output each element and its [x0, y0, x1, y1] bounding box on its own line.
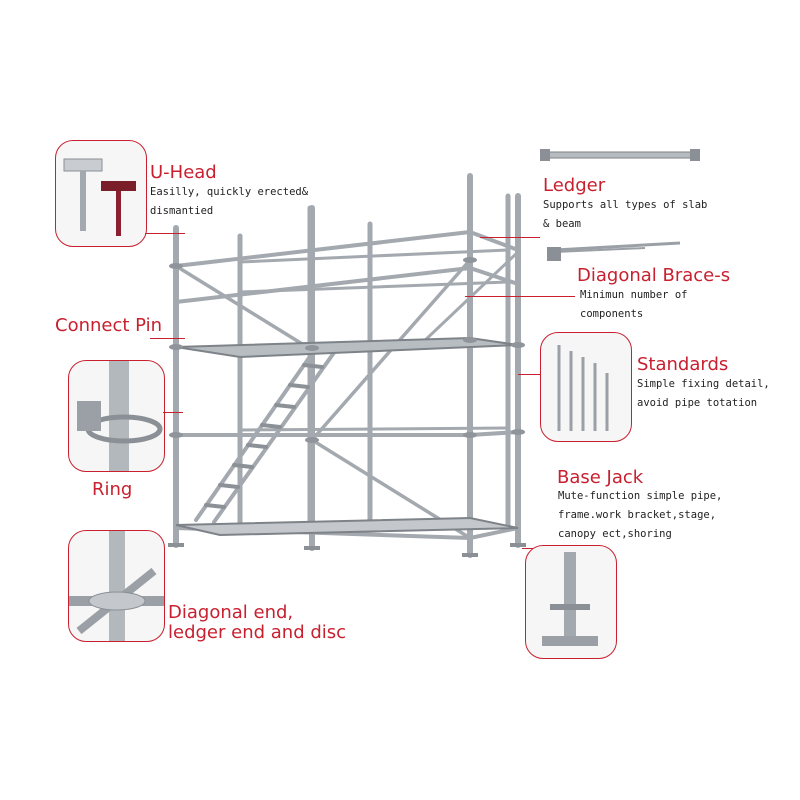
standards-leader: [518, 374, 540, 376]
diagonal-brace: [174, 264, 314, 352]
stair-tread: [204, 503, 226, 509]
ring-disc: [511, 342, 525, 348]
ledger-desc-line-2: & beam: [543, 218, 581, 230]
ledger-part-image: [540, 149, 700, 161]
connect-pin-leader: [150, 338, 185, 340]
ring-disc: [463, 257, 477, 263]
diagonal-brace-part-image: [547, 241, 681, 261]
stair-tread: [274, 403, 296, 409]
connect-pin-title: Connect Pin: [55, 315, 163, 336]
diagonal-end-thumbnail: [68, 530, 165, 642]
ledger: [468, 430, 520, 437]
diagonal-brace-leader: [465, 296, 575, 298]
ledger: [468, 526, 520, 540]
stair-tread: [302, 363, 324, 369]
base-jack-desc-line-2: frame.work bracket,stage,: [558, 509, 717, 521]
ledger-title: Ledger: [543, 175, 606, 196]
ring-title: Ring: [92, 479, 133, 500]
ledger-desc-line-1: Supports all types of slab: [543, 199, 708, 211]
ledger: [174, 230, 472, 268]
ledger: [238, 426, 510, 432]
stair-tread: [288, 383, 310, 389]
ring-disc: [463, 432, 477, 438]
ledger: [238, 248, 510, 264]
diagonal-end-title-line-2: ledger end and disc: [168, 622, 347, 643]
diagonal-brace-title: Diagonal Brace-s: [577, 265, 731, 286]
u-head-leader: [145, 233, 185, 235]
ring-disc: [169, 263, 183, 269]
base-plate: [462, 553, 478, 557]
stair-stringer: [194, 343, 320, 522]
ring-disc: [169, 344, 183, 350]
diagonal-brace-desc-line-2: components: [580, 308, 644, 320]
base-plate: [168, 543, 184, 547]
u-head-stem-red: [116, 191, 121, 236]
base-jack-desc-line-3: canopy ect,shoring: [558, 528, 672, 540]
base-jack-thumbnail: [525, 545, 617, 659]
ring-disc: [169, 432, 183, 438]
ledger: [468, 230, 520, 252]
diagonal-brace-desc-line-1: Minimun number of: [580, 289, 688, 301]
stair-tread: [246, 443, 268, 449]
base-plate: [304, 546, 320, 550]
u-head-title: U-Head: [150, 162, 217, 183]
u-head-desc-line-2: dismantied: [150, 205, 214, 217]
u-head-stem-silver: [80, 171, 86, 231]
stair-tread: [260, 423, 282, 429]
diagonal-brace: [418, 250, 520, 347]
u-head-plate-silver: [63, 158, 103, 172]
base-jack-title: Base Jack: [557, 467, 644, 488]
ring-thumbnail: [68, 360, 165, 472]
standards-desc-line-2: avoid pipe totation: [637, 397, 758, 409]
ledger-leader: [480, 237, 540, 239]
ring-disc: [511, 429, 525, 435]
deck-platform: [175, 516, 519, 537]
standards-thumbnail: [540, 332, 632, 442]
ring-leader: [163, 412, 183, 414]
diagonal-end-title-line-1: Diagonal end,: [168, 602, 294, 623]
ring-disc: [463, 337, 477, 343]
ledger: [238, 280, 510, 294]
stair-tread: [218, 483, 240, 489]
u-head-thumbnail: [55, 140, 147, 247]
u-head-plate-red: [101, 181, 136, 191]
base-plate: [510, 543, 526, 547]
ring-disc: [305, 345, 319, 351]
standards-desc-line-1: Simple fixing detail,: [637, 378, 770, 390]
base-jack-desc-line-1: Mute-function simple pipe,: [558, 490, 723, 502]
stair-stringer: [212, 345, 340, 524]
u-head-desc-line-1: Easilly, quickly erected&: [150, 186, 309, 198]
stair-tread: [232, 463, 254, 469]
standards-title: Standards: [637, 354, 729, 375]
ring-disc: [305, 437, 319, 443]
